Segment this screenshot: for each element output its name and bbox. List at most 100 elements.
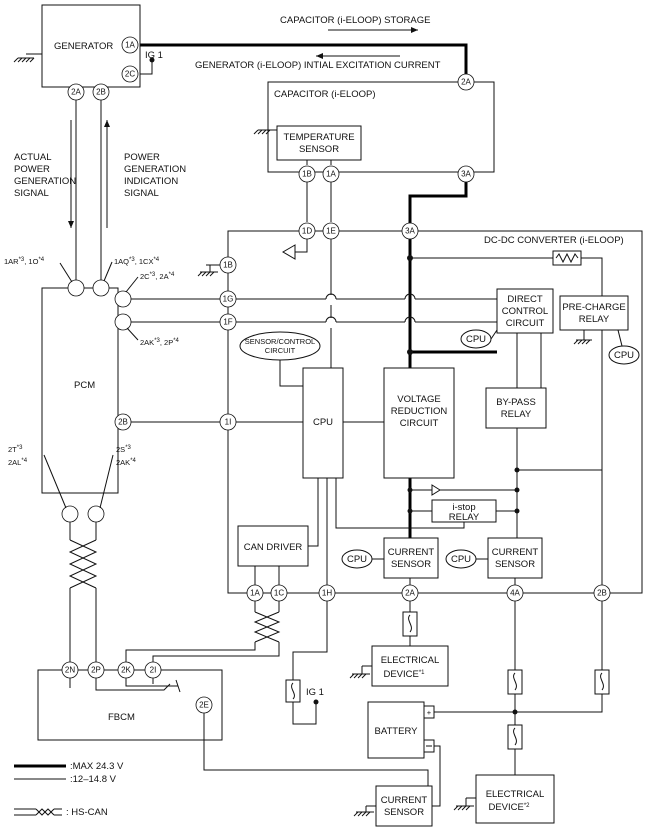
storage-arrow-label: CAPACITOR (i-ELOOP) STORAGE: [280, 15, 430, 26]
direct-control-label2: CONTROL: [502, 306, 548, 317]
pin-dc-2b-label: 2B: [597, 589, 607, 598]
current-sensor-bottom-ground-icon: [353, 805, 376, 817]
voltage-reduction-label1: VOLTAGE: [397, 394, 440, 405]
excitation-arrow: GENERATOR (i-ELOOP) INTIAL EXCITATION CU…: [195, 53, 441, 71]
pin-gen-1a-label: 1A: [125, 41, 135, 50]
dcdc-cpu-label: CPU: [313, 417, 333, 428]
sensor-control-label1: SENSOR/CONTROL: [245, 337, 315, 346]
bypass-label2: RELAY: [501, 409, 532, 420]
current-sensor-bottom: [375, 785, 433, 827]
electrical-device-2: [475, 774, 555, 824]
pin-dc-2a-label: 2A: [405, 589, 415, 598]
pin-gen-2b-label: 2B: [96, 88, 106, 97]
legend-normal-label: :12–14.8 V: [70, 774, 117, 785]
actual-signal-line2: POWER: [14, 164, 50, 175]
current-sensor-left-label1: CURRENT: [388, 547, 435, 558]
pin-cap-2a-label: 2A: [461, 78, 471, 87]
current-sensor-bottom-label2: SENSOR: [384, 807, 424, 818]
battery-plus-icon: +: [427, 708, 432, 717]
bypass-relay: [485, 387, 547, 429]
dcdc-cpu: [302, 367, 344, 479]
indication-signal-label: POWER GENERATION INDICATION SIGNAL: [124, 152, 186, 199]
actual-signal-line1: ACTUAL: [14, 152, 51, 163]
legend-max-label: :MAX 24.3 V: [70, 761, 124, 772]
direct-control-label3: CIRCUIT: [506, 318, 545, 329]
pin-cap-1a-label: 1A: [326, 170, 336, 179]
capacitor-ground-icon: [253, 129, 277, 135]
pin-cap-3a: [457, 165, 475, 183]
svg-text:1AQ*3, 1CX*4: 1AQ*3, 1CX*4: [114, 257, 160, 266]
istop-label2: RELAY: [449, 512, 480, 523]
direct-control-circuit: [496, 288, 554, 334]
actual-signal-line3: GENERATION: [14, 176, 76, 187]
pin-pcm-2b-label: 2B: [118, 418, 128, 427]
pin-cap-1b-label: 1B: [302, 170, 312, 179]
pcm-label-1ar: 1AR*3, 1O*4: [4, 257, 73, 283]
current-sensor-right: [487, 537, 543, 579]
electrical-device-2-label1: ELECTRICAL: [486, 789, 545, 800]
pin-dc-3a-label: 3A: [405, 227, 415, 236]
capacitor-label: CAPACITOR (i-ELOOP): [274, 89, 376, 100]
pin-pcm-2ak: [114, 313, 132, 331]
current-sensor-right-label2: SENSOR: [495, 559, 535, 570]
battery: [367, 701, 425, 759]
hs-can-legend-icon: [14, 808, 62, 816]
pin-dc-1e-label: 1E: [326, 227, 336, 236]
pin-cap-2a: [457, 73, 475, 91]
pin-fbcm-2e-label: 2E: [199, 701, 209, 710]
svg-text:2AK*3, 2P*4: 2AK*3, 2P*4: [140, 338, 180, 347]
actual-signal-line4: SIGNAL: [14, 188, 49, 199]
pcm-label-2c: 2C*3, 2A*4: [125, 272, 175, 293]
precharge-ground-icon: [573, 330, 592, 345]
precharge-label2: RELAY: [579, 314, 610, 325]
fbcm-box: [37, 669, 223, 741]
pin-pcm-2s: [87, 505, 105, 523]
pin-gen-1a: [121, 36, 139, 54]
current-sensor-left-label2: SENSOR: [391, 559, 431, 570]
pcm-label-2s: 2S*3 2AK*4: [99, 445, 137, 509]
excitation-arrow-label: GENERATOR (i-ELOOP) INTIAL EXCITATION CU…: [195, 60, 441, 71]
dcdc-converter-box: [227, 230, 643, 594]
pcm-label-2t: 2T*3 2AL*4: [8, 445, 67, 509]
pin-fbcm-2p-label: 2P: [91, 666, 101, 675]
temperature-sensor-box: [276, 125, 362, 161]
device1-ground-icon: [349, 665, 372, 679]
actual-signal-label: ACTUAL POWER GENERATION SIGNAL: [14, 152, 76, 199]
pin-dc-4a-label: 4A: [510, 589, 520, 598]
svg-text:1AR*3, 1O*4: 1AR*3, 1O*4: [4, 257, 45, 266]
generator-ground-icon: [13, 53, 42, 63]
electrical-device-1-label1: ELECTRICAL: [381, 655, 440, 666]
hs-can-twisted-pair-dcdc: [125, 601, 281, 662]
pin-gen-2c: [121, 65, 139, 83]
pin-fbcm-2n-label: 2N: [65, 666, 75, 675]
indication-signal-line2: GENERATION: [124, 164, 186, 175]
pin-dc-1g-label: 1G: [223, 295, 234, 304]
precharge-relay: [559, 295, 629, 331]
pin-gen-2c-label: 2C: [125, 70, 135, 79]
generator-label: GENERATOR: [54, 41, 113, 52]
electrical-device-1-note: *1: [419, 670, 425, 676]
dcdc-converter-label: DC-DC CONVERTER (i-ELOOP): [484, 235, 624, 246]
electrical-device-1: [371, 645, 449, 687]
can-driver-label: CAN DRIVER: [244, 542, 303, 553]
pin-fbcm-2i-label: 2I: [150, 666, 157, 675]
current-sensor-right-label1: CURRENT: [492, 547, 539, 558]
svg-text:2S*3: 2S*3: [116, 445, 132, 454]
battery-positive-terminal: [423, 705, 435, 719]
electrical-device-2-note: *2: [524, 803, 530, 809]
pin-dc-1h-label: 1H: [322, 589, 332, 598]
pin-pcm-1ar: [67, 279, 85, 297]
precharge-cpu: [608, 345, 640, 365]
direct-control-cpu-label: CPU: [466, 334, 486, 345]
indication-signal-line1: POWER: [124, 152, 160, 163]
current-sensor-right-cpu-label: CPU: [451, 554, 471, 565]
direct-control-label1: DIRECT: [507, 294, 543, 305]
pcm-label-2ak: 2AK*3, 2P*4: [126, 327, 180, 347]
pin-dc-1i-label: 1I: [225, 418, 232, 427]
battery-label: BATTERY: [375, 726, 419, 737]
pin-dc-3a: [401, 222, 419, 240]
pin-dc-1a-label: 1A: [250, 589, 260, 598]
dcdc-ground-icon: [197, 264, 220, 277]
svg-text:2AK*4: 2AK*4: [116, 458, 137, 467]
